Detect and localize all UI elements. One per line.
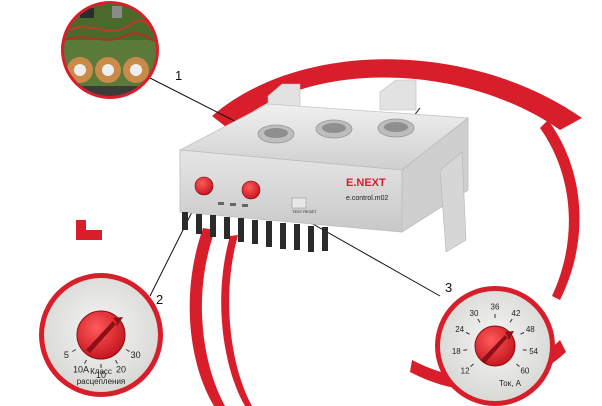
dial-tick-label: 12 bbox=[461, 367, 470, 376]
dial-tick-mark bbox=[465, 332, 470, 335]
dial-tick-label: 48 bbox=[526, 325, 535, 334]
dial-tick-mark bbox=[477, 318, 481, 323]
dial-tick-label: 54 bbox=[529, 347, 538, 356]
dial-tick-mark bbox=[509, 318, 513, 323]
dial-tick-label: 18 bbox=[452, 347, 461, 356]
dial-tick-mark bbox=[522, 349, 527, 351]
dial-current-ticks: 12 18 24 30 36 42 48 54 60 bbox=[452, 303, 539, 376]
dial-tick-mark bbox=[84, 359, 87, 364]
dial-tick-label: 60 bbox=[520, 367, 529, 376]
dial-tick-mark bbox=[115, 359, 118, 364]
dial-tick-mark bbox=[520, 332, 525, 335]
dial-tick-mark bbox=[516, 363, 520, 367]
dial-tick-label: 5 bbox=[64, 350, 69, 360]
dial-tick-label: 10 bbox=[96, 370, 106, 380]
dial-trip-class: 5 10A 10 20 30 Класс расцепления bbox=[39, 273, 163, 397]
dial-tick-mark bbox=[470, 363, 474, 367]
callout-2: 2 bbox=[156, 292, 163, 307]
corner-bracket bbox=[76, 220, 102, 240]
dial-trip-class-ticks: 5 10A 10 20 30 bbox=[64, 349, 141, 380]
test-reset-label: TEST RESET bbox=[292, 209, 317, 214]
dial-tick-mark bbox=[72, 349, 77, 352]
dial-current: 12 18 24 30 36 42 48 54 60 Ток, А bbox=[435, 286, 555, 406]
model-label: e.control.m02 bbox=[346, 195, 389, 202]
dial-tick-label: 36 bbox=[491, 303, 500, 312]
callout-1: 1 bbox=[175, 68, 182, 83]
callout-3: 3 bbox=[445, 280, 452, 295]
dial-tick-label: 30 bbox=[470, 309, 479, 318]
dial-tick-label: 30 bbox=[131, 350, 141, 360]
magnified-internals bbox=[61, 1, 159, 99]
dial-tick-label: 24 bbox=[455, 325, 464, 334]
dial-current-caption: Ток, А bbox=[499, 379, 522, 388]
dial-tick-mark bbox=[125, 349, 130, 352]
relay-device: TEST RESET E.NEXT e.control.m02 bbox=[178, 79, 470, 253]
dial-trip-class-caption-1: Класс bbox=[90, 367, 112, 376]
dial-tick-label: 42 bbox=[512, 309, 521, 318]
dial-tick-mark bbox=[463, 349, 468, 351]
dial-trip-class-caption-2: расцепления bbox=[77, 377, 126, 386]
dial-tick-label: 10A bbox=[73, 365, 89, 375]
brand-logo: E.NEXT bbox=[346, 177, 386, 189]
dial-tick-label: 20 bbox=[116, 365, 126, 375]
